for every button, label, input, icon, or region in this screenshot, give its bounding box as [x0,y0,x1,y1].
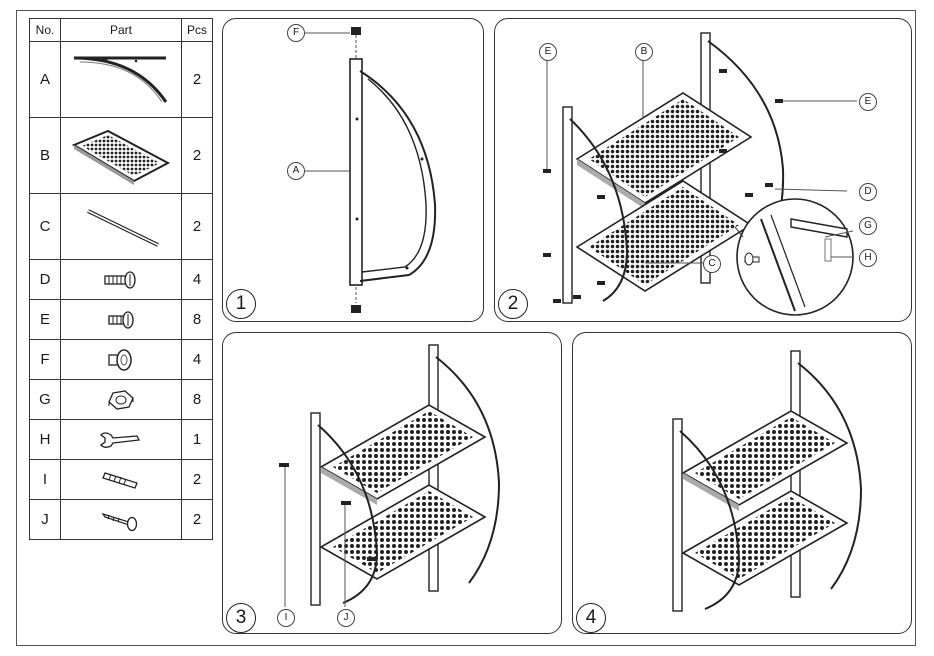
wrench-icon [100,431,140,448]
part-no: F [29,339,61,380]
semicircle-frame-icon [73,56,168,103]
parts-table: No. Part Pcs A 2 B 2 C 2 D 4 E 8 F 4 G 8… [29,18,213,540]
part-no: J [29,499,61,540]
callout-g: G [859,217,877,235]
table-row: B 2 [29,117,213,194]
table-row: E 8 [29,299,213,340]
callout-e: E [539,43,557,61]
step-3-illustration [279,344,501,607]
part-no: C [29,193,61,260]
step-1-panel: F A 1 [222,18,484,322]
part-pcs: 4 [181,339,213,380]
screw-icon [104,270,136,289]
part-no: H [29,419,61,460]
part-no: I [29,459,61,500]
short-screw-icon [108,310,134,329]
cap-icon [108,348,132,371]
callout-a: A [287,162,305,180]
table-row: G 8 [29,379,213,420]
part-no: A [29,41,61,118]
table-row: F 4 [29,339,213,380]
mesh-shelf-icon [71,129,171,185]
table-row: A 2 [29,41,213,118]
step-2-illustration [543,32,857,316]
callout-j: J [337,609,355,627]
step-number-2: 2 [498,289,528,319]
parts-table-header: No. Part Pcs [29,18,213,42]
callout-f: F [287,24,305,42]
part-pcs: 8 [181,379,213,420]
part-pcs: 2 [181,459,213,500]
wood-screw-icon [101,512,138,531]
step-2-panel: E B E D G H C 2 [494,18,912,322]
table-row: H 1 [29,419,213,460]
step-4-illustration [672,350,863,612]
callout-e: E [859,93,877,111]
part-pcs: 2 [181,193,213,260]
table-row: I 2 [29,459,213,500]
table-row: D 4 [29,259,213,300]
header-part: Part [60,18,182,42]
nut-icon [108,389,134,410]
callout-h: H [859,249,877,267]
part-no: D [29,259,61,300]
step-number-1: 1 [226,289,256,319]
header-no: No. [29,18,61,42]
rod-icon [87,208,159,247]
table-row: C 2 [29,193,213,260]
part-pcs: 2 [181,499,213,540]
callout-c: C [703,255,721,273]
part-no: G [29,379,61,420]
header-pcs: Pcs [181,18,213,42]
instruction-sheet [16,10,916,646]
part-pcs: 2 [181,117,213,194]
callout-b: B [635,43,653,61]
part-pcs: 2 [181,41,213,118]
part-no: E [29,299,61,340]
step-3-panel: I J 3 [222,332,562,634]
wall-anchor-icon [102,471,138,489]
step-1-illustration [305,27,437,313]
step-4-panel: 4 [572,332,912,634]
callout-i: I [277,609,295,627]
step-number-4: 4 [576,603,606,633]
part-no: B [29,117,61,194]
table-row: J 2 [29,499,213,540]
part-pcs: 8 [181,299,213,340]
part-pcs: 1 [181,419,213,460]
step-number-3: 3 [226,603,256,633]
callout-d: D [859,183,877,201]
part-pcs: 4 [181,259,213,300]
